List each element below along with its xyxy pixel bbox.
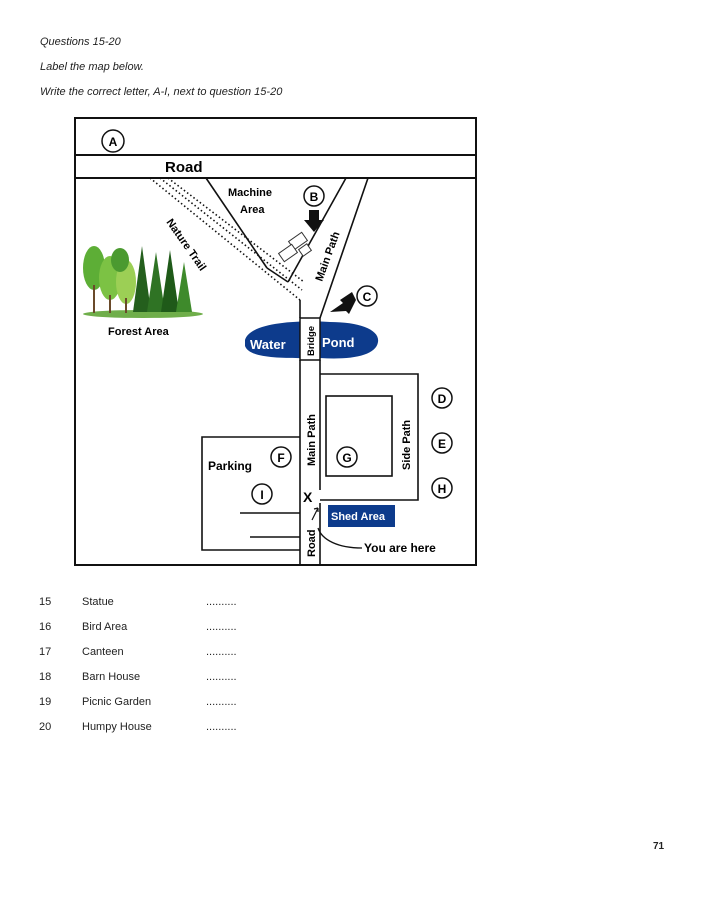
- marker-f-letter: F: [277, 451, 284, 465]
- main-path-lower-label: Main Path: [306, 414, 318, 466]
- answer-blank[interactable]: ..........: [206, 696, 237, 708]
- marker-i-letter: I: [260, 488, 263, 502]
- marker-h-letter: H: [438, 482, 447, 496]
- marker-b: [303, 185, 325, 207]
- forest-area-label: Forest Area: [108, 326, 170, 338]
- forest-trees-icon: [83, 246, 203, 318]
- questions-heading: Questions 15-20: [40, 36, 121, 48]
- machine-area-label-1: Machine: [228, 187, 272, 199]
- machine-area-label-2: Area: [240, 204, 265, 216]
- question-number: 15: [39, 596, 52, 608]
- marker-f: [270, 446, 292, 468]
- question-text: Bird Area: [82, 621, 128, 633]
- x-marker: X: [303, 489, 313, 505]
- machine-building-icon: [277, 231, 313, 263]
- you-are-here-pointer: [317, 527, 363, 549]
- question-number: 16: [39, 621, 52, 633]
- answer-blank[interactable]: ..........: [206, 596, 237, 608]
- question-text: Humpy House: [82, 721, 152, 733]
- arrow-up-icon: [313, 507, 319, 512]
- shed-area-box: [328, 505, 395, 527]
- question-number: 19: [39, 696, 52, 708]
- question-number: 18: [39, 671, 52, 683]
- instruction-write-letter: Write the correct letter, A-I, next to q…: [40, 86, 283, 98]
- marker-h: [431, 477, 453, 499]
- marker-e-letter: E: [438, 437, 446, 451]
- answer-blank[interactable]: ..........: [206, 646, 237, 658]
- answer-blank[interactable]: ..........: [206, 671, 237, 683]
- marker-g: [336, 446, 358, 468]
- marker-e: [431, 432, 453, 454]
- arrow-left-icon: [330, 292, 356, 314]
- arrow-down-icon: [304, 210, 324, 232]
- instruction-label-map: Label the map below.: [40, 61, 144, 73]
- marker-d: [431, 387, 453, 409]
- marker-a: [101, 129, 125, 153]
- road-bottom-label: Road: [306, 530, 318, 558]
- water-label: Water: [250, 337, 286, 352]
- question-number: 20: [39, 721, 52, 733]
- answer-blank[interactable]: ..........: [206, 621, 237, 633]
- parking-outline: [201, 436, 300, 551]
- question-number: 17: [39, 646, 52, 658]
- marker-c-letter: C: [363, 290, 372, 304]
- marker-b-letter: B: [310, 190, 319, 204]
- side-path-loop: [320, 373, 419, 501]
- block-g: [325, 395, 393, 477]
- parking-label: Parking: [208, 459, 252, 473]
- marker-g-letter: G: [342, 451, 351, 465]
- you-are-here-label: You are here: [364, 541, 436, 555]
- map-border: [74, 117, 477, 566]
- page-number: 71: [653, 841, 665, 852]
- marker-c: [356, 285, 378, 307]
- question-text: Statue: [82, 596, 114, 608]
- marker-a-letter: A: [109, 135, 118, 149]
- shed-area-label: Shed Area: [331, 511, 386, 523]
- pond-label: Pond: [322, 335, 355, 350]
- bridge-box: [299, 317, 321, 361]
- main-path-upper-label: Main Path: [314, 230, 343, 283]
- marker-i: [251, 483, 273, 505]
- marker-d-letter: D: [438, 392, 447, 406]
- question-text: Canteen: [82, 646, 124, 658]
- answer-blank[interactable]: ..........: [206, 721, 237, 733]
- road-top-label: Road: [165, 159, 203, 176]
- question-text: Picnic Garden: [82, 696, 152, 708]
- bridge-label: Bridge: [306, 326, 317, 356]
- side-path-label: Side Path: [401, 420, 413, 470]
- question-text: Barn House: [82, 671, 141, 683]
